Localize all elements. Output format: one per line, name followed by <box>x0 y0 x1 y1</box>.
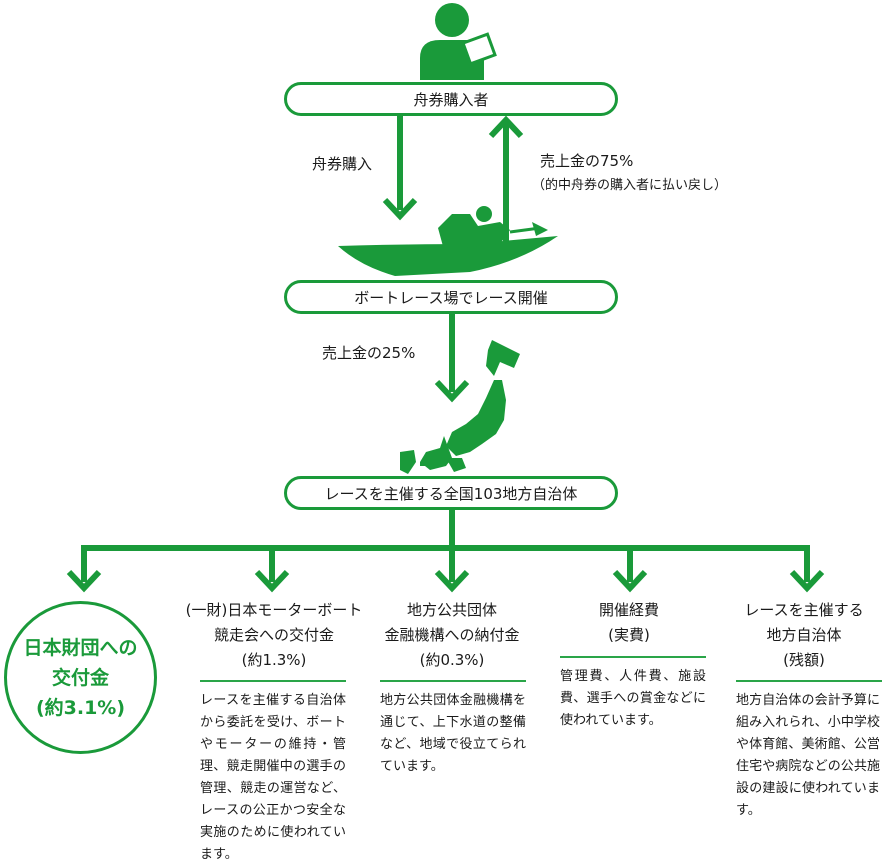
municipal-finance-title-line2: 金融機構への納付金 <box>384 626 520 644</box>
motorboat-title-line2: 競走会への交付金 <box>213 626 334 644</box>
municipal-finance-title-line3: (約0.3%) <box>419 651 485 669</box>
motorboat-title-line1: (一財)日本モーターボート <box>185 601 363 619</box>
operating-expenses-description: 管理費、人件費、施設費、選手への賞金などに使われています。 <box>560 669 706 728</box>
host-municipality-description: 地方自治体の会計予算に組み入れられ、小中学校や体育館、美術館、公営住宅や病院など… <box>736 693 880 818</box>
race-venue-label: ボートレース場でレース開催 <box>354 288 548 307</box>
payout-edge-label: 売上金の75% <box>540 152 634 170</box>
share-arrow <box>434 312 470 403</box>
municipalities-label: レースを主催する全国103地方自治体 <box>324 484 578 503</box>
host-municipality-title-line3: (残額) <box>783 651 825 669</box>
motorboat-divider <box>200 680 346 682</box>
host-municipality-title: レースを主催する 地方自治体 (残額) <box>724 598 883 673</box>
purchaser-node: 舟券購入者 <box>284 82 618 116</box>
municipal-finance-divider <box>380 680 526 682</box>
nippon-foundation-line3: (約3.1%) <box>35 696 126 719</box>
municipalities-node: レースを主催する全国103地方自治体 <box>284 476 618 510</box>
payout-arrow <box>488 115 524 246</box>
nippon-foundation-line2: 交付金 <box>51 666 109 689</box>
japan-map-icon <box>400 340 520 474</box>
municipal-finance-title: 地方公共団体 金融機構への納付金 (約0.3%) <box>362 598 542 673</box>
motorboat-association-title: (一財)日本モーターボート 競走会への交付金 (約1.3%) <box>168 598 380 673</box>
share-edge-label: 売上金の25% <box>322 344 416 362</box>
purchase-arrow <box>382 112 418 221</box>
host-municipality-divider <box>736 680 882 682</box>
racing-boat-icon <box>338 206 558 276</box>
operating-expenses-title-line2: (実費) <box>608 626 650 644</box>
purchase-edge-label: 舟券購入 <box>312 155 373 173</box>
purchaser-label: 舟券購入者 <box>413 90 489 109</box>
municipal-finance-description: 地方公共団体金融機構を通じて、上下水道の整備など、地域で役立てられています。 <box>380 693 526 774</box>
nippon-foundation-circle: 日本財団への 交付金 (約3.1%) <box>4 601 157 754</box>
person-reading-icon <box>420 3 497 80</box>
host-municipality-title-line1: レースを主催する <box>744 601 864 619</box>
operating-expenses-title-line1: 開催経費 <box>598 601 659 619</box>
host-municipality-title-line2: 地方自治体 <box>766 626 842 644</box>
operating-expenses-title: 開催経費 (実費) <box>556 598 702 648</box>
municipal-finance-title-line1: 地方公共団体 <box>406 601 497 619</box>
operating-expenses-divider <box>560 656 706 658</box>
race-venue-node: ボートレース場でレース開催 <box>284 280 618 314</box>
motorboat-title-line3: (約1.3%) <box>241 651 307 669</box>
payout-edge-note: （的中舟券の購入者に払い戻し） <box>532 178 728 193</box>
nippon-foundation-line1: 日本財団への <box>23 636 138 659</box>
motorboat-description: レースを主催する自治体から委託を受け、ボートやモーターの維持・管理、競走開催中の… <box>200 693 346 862</box>
tree-connectors <box>66 510 825 593</box>
